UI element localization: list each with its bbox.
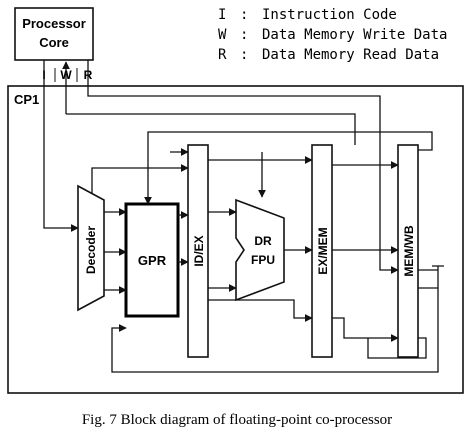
legend: I : Instruction Code W : Data Memory Wri… <box>218 7 447 63</box>
legend-sep-w: : <box>240 27 248 43</box>
legend-text-i: Instruction Code <box>262 7 397 23</box>
legend-text-w: Data Memory Write Data <box>262 27 447 43</box>
legend-key-w: W <box>218 27 227 43</box>
cp1-label: CP1 <box>14 92 39 107</box>
legend-sep-r: : <box>240 47 248 63</box>
mem-wb-label: MEM/WB <box>402 225 416 277</box>
legend-text-r: Data Memory Read Data <box>262 47 439 63</box>
id-ex-register <box>187 144 209 358</box>
legend-key-i: I <box>218 7 226 23</box>
figure-caption: Fig. 7 Block diagram of floating-point c… <box>82 412 392 428</box>
gpr-label: GPR <box>138 253 167 268</box>
dr-fpu-block <box>235 198 285 302</box>
gpr-block <box>124 202 180 318</box>
processor-core-subtitle: Core <box>39 35 69 50</box>
decoder-label: Decoder <box>84 226 98 274</box>
connections <box>43 60 444 373</box>
legend-sep-i: : <box>240 7 248 23</box>
processor-core-box <box>14 7 94 61</box>
cp1-box <box>7 85 464 394</box>
id-ex-label: ID/EX <box>192 235 206 266</box>
legend-key-r: R <box>218 47 227 63</box>
decoder-block <box>77 184 105 312</box>
ex-mem-label: EX/MEM <box>316 227 330 274</box>
dr-fpu-label-1: DR <box>254 234 272 248</box>
processor-core-title: Processor <box>22 16 86 31</box>
dr-fpu-label-2: FPU <box>251 253 275 267</box>
